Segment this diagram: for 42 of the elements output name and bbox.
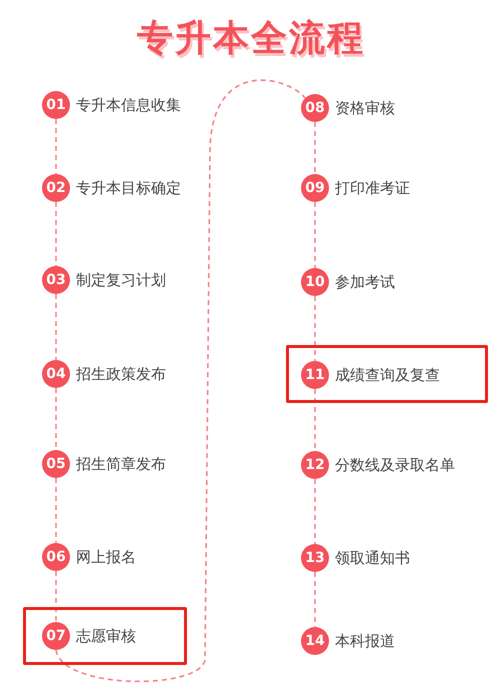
step-number-badge: 01: [42, 91, 70, 119]
step-label: 招生政策发布: [76, 364, 166, 384]
step-number-badge: 04: [42, 360, 70, 388]
step-number-badge: 07: [42, 622, 70, 650]
step-label: 参加考试: [335, 272, 395, 292]
dashed-connector: [314, 202, 316, 268]
dashed-connector: [314, 389, 316, 451]
step-number-badge: 09: [301, 174, 329, 202]
dashed-connector: [314, 122, 316, 174]
dashed-connector: [55, 388, 57, 450]
step-number-badge: 10: [301, 268, 329, 296]
step-number-badge: 12: [301, 451, 329, 479]
dashed-connector: [314, 479, 316, 544]
step-label: 制定复习计划: [76, 270, 166, 290]
step-label: 打印准考证: [335, 178, 410, 198]
step-label: 分数线及录取名单: [335, 456, 455, 474]
step-label: 本科报道: [335, 632, 395, 650]
step-label: 网上报名: [76, 548, 136, 566]
dashed-connector: [314, 572, 316, 627]
step-number-badge: 08: [301, 94, 329, 122]
step-number-badge: 13: [301, 544, 329, 572]
dashed-connector: [55, 478, 57, 543]
step-label: 志愿审核: [76, 626, 136, 646]
dashed-connector: [55, 571, 57, 622]
dashed-connector: [314, 296, 316, 361]
step-number-badge: 11: [301, 361, 329, 389]
step-number-badge: 14: [301, 627, 329, 655]
step-label: 领取通知书: [335, 548, 410, 568]
step-number-badge: 03: [42, 266, 70, 294]
dashed-connector: [55, 294, 57, 360]
step-label: 专升本信息收集: [76, 96, 181, 114]
step-label: 成绩查询及复查: [335, 366, 440, 384]
step-label: 资格审核: [335, 98, 395, 118]
step-label: 招生简章发布: [76, 454, 166, 474]
dashed-connector: [55, 202, 57, 266]
step-number-badge: 06: [42, 543, 70, 571]
dashed-connector: [55, 119, 57, 174]
step-number-badge: 05: [42, 450, 70, 478]
title: 专升本全流程: [137, 18, 365, 59]
dashed-connector: [55, 80, 306, 682]
step-label: 专升本目标确定: [76, 178, 181, 198]
step-number-badge: 02: [42, 174, 70, 202]
